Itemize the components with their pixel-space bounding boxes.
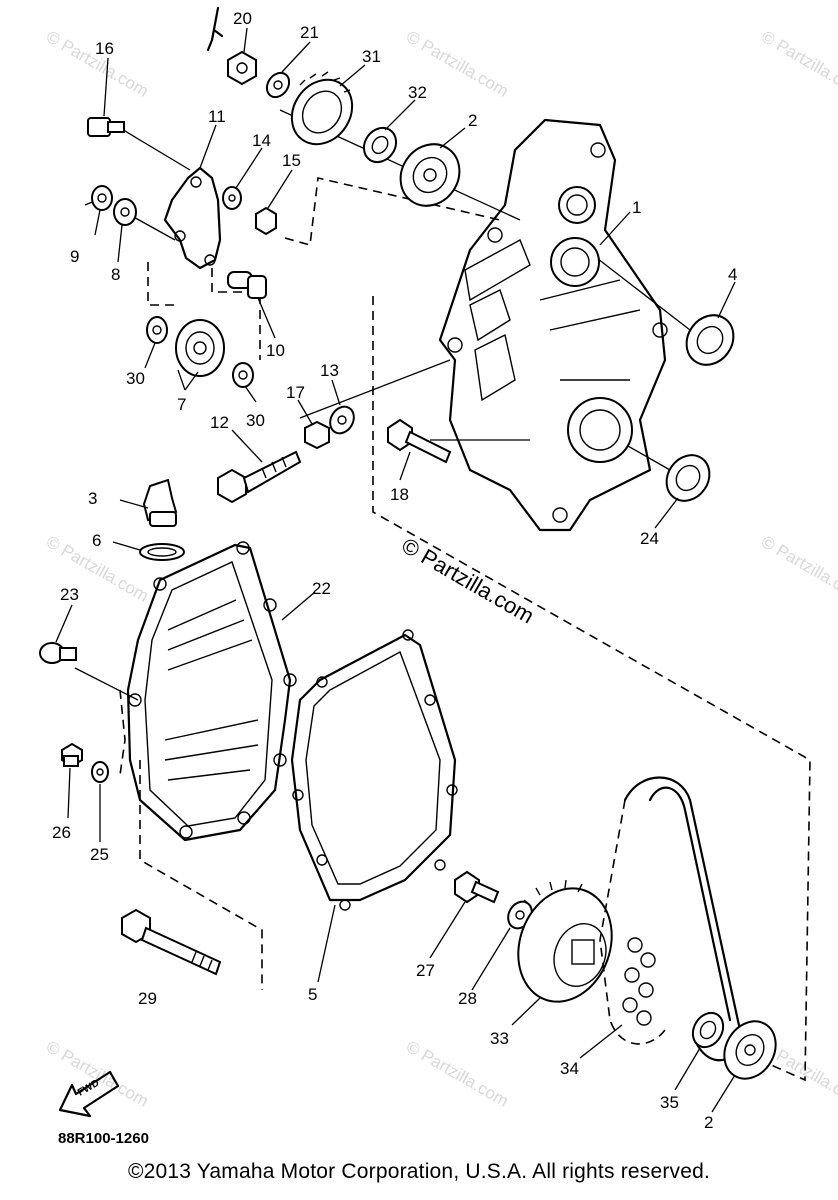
callout-24: 24 xyxy=(640,529,659,548)
collar-35 xyxy=(691,1011,725,1049)
callout-27: 27 xyxy=(416,961,435,980)
nut-17 xyxy=(304,420,330,450)
callout-labels: 1 2 2 3 4 5 6 7 8 9 10 11 12 13 14 15 16… xyxy=(52,9,737,1132)
copyright-notice: ©2013 Yamaha Motor Corporation, U.S.A. A… xyxy=(127,1160,711,1183)
washer-8 xyxy=(113,198,137,226)
callout-7: 7 xyxy=(177,395,186,414)
bolt-12 xyxy=(217,450,302,504)
nut-15 xyxy=(255,206,277,236)
callout-10: 10 xyxy=(266,341,285,360)
callout-14: 14 xyxy=(252,131,271,150)
diagram-code: 88R100-1260 xyxy=(58,1130,149,1147)
washer-21 xyxy=(265,71,291,99)
bolt-26 xyxy=(61,742,83,768)
callout-leaders xyxy=(55,27,736,1113)
bracket-11 xyxy=(163,166,222,270)
callout-13: 13 xyxy=(320,361,339,380)
pin-10 xyxy=(227,271,267,299)
gear-31 xyxy=(290,71,354,146)
bolt-23 xyxy=(39,642,77,664)
callout-20: 20 xyxy=(233,9,252,28)
callout-31: 31 xyxy=(362,47,381,66)
oil-seal-4 xyxy=(685,314,735,366)
bearing-2-lower xyxy=(723,1020,777,1080)
callout-21: 21 xyxy=(300,23,319,42)
collar-32 xyxy=(362,126,398,164)
callout-18: 18 xyxy=(390,485,409,504)
watermark-center: © Partzilla.com xyxy=(398,533,539,629)
washer-30-left xyxy=(146,316,168,344)
callout-28: 28 xyxy=(458,989,477,1008)
o-ring-6 xyxy=(139,543,185,561)
bolt-29 xyxy=(121,908,222,976)
callout-3: 3 xyxy=(88,489,97,508)
callout-2-lower: 2 xyxy=(704,1113,713,1132)
sprocket-33 xyxy=(517,879,613,1003)
callout-15: 15 xyxy=(282,151,301,170)
callout-23: 23 xyxy=(60,585,79,604)
washer-25 xyxy=(91,761,109,783)
callout-35: 35 xyxy=(660,1093,679,1112)
callout-4: 4 xyxy=(728,265,737,284)
callout-30-right: 30 xyxy=(246,411,265,430)
washer-30-right xyxy=(232,362,254,388)
bolt-27 xyxy=(454,870,500,904)
oil-seal-24 xyxy=(665,454,711,502)
callout-9: 9 xyxy=(70,247,79,266)
callout-22: 22 xyxy=(312,579,331,598)
callout-17: 17 xyxy=(286,383,305,402)
cotter-pin xyxy=(206,6,224,52)
watermark-tile: © Partzilla.com xyxy=(758,532,838,606)
callout-12: 12 xyxy=(210,413,229,432)
callout-2-upper: 2 xyxy=(468,111,477,130)
bolt-16 xyxy=(87,117,125,137)
nut-20 xyxy=(227,50,257,86)
bearing-7 xyxy=(175,319,225,377)
drive-chain-34 xyxy=(599,776,742,1062)
callout-11: 11 xyxy=(208,107,226,126)
chain-case-cover-22 xyxy=(126,541,297,842)
washer-14 xyxy=(222,186,242,210)
callout-30-left: 30 xyxy=(126,369,145,388)
callout-16: 16 xyxy=(95,39,114,58)
callout-26: 26 xyxy=(52,823,71,842)
bolt-18 xyxy=(387,418,452,464)
callout-32: 32 xyxy=(408,83,427,102)
watermark-tile: © Partzilla.com xyxy=(758,27,838,101)
assembly-dashed-lines xyxy=(119,177,811,1082)
callout-6: 6 xyxy=(92,531,101,550)
crankcase-cover xyxy=(438,118,668,532)
callout-34: 34 xyxy=(560,1059,579,1078)
fwd-label: FWD xyxy=(76,1078,101,1099)
washer-13 xyxy=(329,405,355,435)
watermark-tile: © Partzilla.com xyxy=(403,1037,512,1111)
callout-25: 25 xyxy=(90,845,109,864)
callout-8: 8 xyxy=(111,265,120,284)
callout-5: 5 xyxy=(308,985,317,1004)
bearing-2-upper xyxy=(399,143,461,207)
gasket-5 xyxy=(290,629,458,911)
washer-9 xyxy=(91,185,113,211)
callout-29: 29 xyxy=(138,989,157,1008)
callout-33: 33 xyxy=(490,1029,509,1048)
dipstick-plug-3 xyxy=(142,478,178,527)
callout-1: 1 xyxy=(632,198,641,217)
